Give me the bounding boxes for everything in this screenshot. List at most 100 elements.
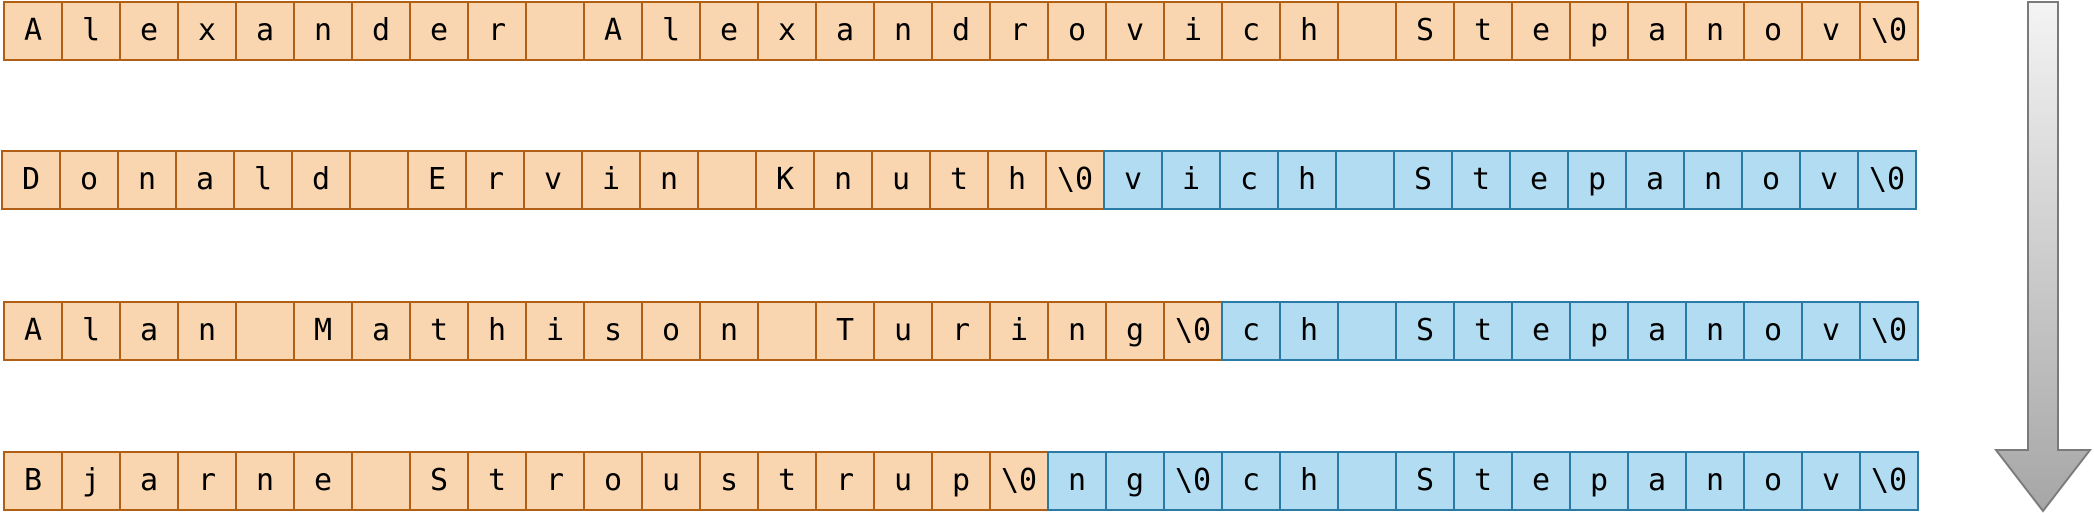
stale-char-cell: i: [1161, 150, 1221, 210]
char-cell: a: [1627, 1, 1687, 61]
char-cell: E: [407, 150, 467, 210]
char-cell: \0: [1045, 150, 1105, 210]
char-cell: h: [467, 301, 527, 361]
char-cell: A: [3, 1, 63, 61]
char-cell: [757, 301, 817, 361]
char-cell: p: [1569, 1, 1629, 61]
char-cell: [351, 451, 411, 511]
stale-char-cell: S: [1393, 150, 1453, 210]
char-cell: j: [61, 451, 121, 511]
char-cell: c: [1221, 1, 1281, 61]
stale-char-cell: p: [1567, 150, 1627, 210]
char-cell: o: [59, 150, 119, 210]
char-cell: r: [177, 451, 237, 511]
char-cell: a: [235, 1, 295, 61]
char-cell: a: [119, 451, 179, 511]
char-cell: a: [815, 1, 875, 61]
char-cell: s: [583, 301, 643, 361]
char-cell: e: [293, 451, 353, 511]
char-cell: A: [583, 1, 643, 61]
stale-char-cell: c: [1221, 451, 1281, 511]
char-cell: a: [175, 150, 235, 210]
char-cell: i: [581, 150, 641, 210]
char-cell: t: [929, 150, 989, 210]
stale-char-cell: g: [1105, 451, 1165, 511]
char-cell: r: [931, 301, 991, 361]
char-cell: n: [177, 301, 237, 361]
stale-char-cell: e: [1509, 150, 1569, 210]
char-cell: t: [1453, 1, 1513, 61]
char-cell: n: [873, 1, 933, 61]
char-cell: D: [1, 150, 61, 210]
char-cell: l: [61, 301, 121, 361]
char-cell: e: [119, 1, 179, 61]
stale-char-cell: \0: [1163, 451, 1223, 511]
char-cell: \0: [1163, 301, 1223, 361]
char-cell: n: [639, 150, 699, 210]
char-cell: T: [815, 301, 875, 361]
char-cell: t: [409, 301, 469, 361]
char-cell: o: [641, 301, 701, 361]
char-cell: x: [757, 1, 817, 61]
char-cell: r: [465, 150, 525, 210]
char-cell: e: [409, 1, 469, 61]
char-cell: M: [293, 301, 353, 361]
char-cell: n: [813, 150, 873, 210]
char-cell: i: [525, 301, 585, 361]
char-cell: u: [871, 150, 931, 210]
char-cell: [349, 150, 409, 210]
char-cell: t: [757, 451, 817, 511]
char-cell: s: [699, 451, 759, 511]
stale-char-cell: [1337, 301, 1397, 361]
stale-char-cell: a: [1627, 451, 1687, 511]
char-cell: r: [467, 1, 527, 61]
stale-char-cell: h: [1277, 150, 1337, 210]
char-cell: [525, 1, 585, 61]
char-cell: K: [755, 150, 815, 210]
down-arrow-icon: [1993, 1, 2093, 513]
char-cell: v: [1105, 1, 1165, 61]
char-cell: e: [1511, 1, 1571, 61]
stale-char-cell: v: [1801, 451, 1861, 511]
char-cell: [1337, 1, 1397, 61]
char-cell: t: [467, 451, 527, 511]
char-cell: h: [987, 150, 1047, 210]
stale-char-cell: a: [1625, 150, 1685, 210]
stale-char-cell: c: [1219, 150, 1279, 210]
stale-char-cell: n: [1047, 451, 1107, 511]
stale-char-cell: a: [1627, 301, 1687, 361]
char-cell: p: [931, 451, 991, 511]
char-cell: n: [699, 301, 759, 361]
char-cell: g: [1105, 301, 1165, 361]
stale-char-cell: \0: [1857, 150, 1917, 210]
char-cell: d: [351, 1, 411, 61]
stale-char-cell: t: [1453, 451, 1513, 511]
char-cell: i: [989, 301, 1049, 361]
char-cell: a: [351, 301, 411, 361]
stale-char-cell: t: [1451, 150, 1511, 210]
stale-char-cell: p: [1569, 301, 1629, 361]
stale-char-cell: n: [1685, 451, 1745, 511]
char-cell: r: [815, 451, 875, 511]
stale-char-cell: v: [1799, 150, 1859, 210]
char-cell: A: [3, 301, 63, 361]
char-cell: [697, 150, 757, 210]
char-cell: S: [1395, 1, 1455, 61]
stale-char-cell: n: [1685, 301, 1745, 361]
char-cell: h: [1279, 1, 1339, 61]
char-cell: r: [989, 1, 1049, 61]
char-cell: x: [177, 1, 237, 61]
stale-char-cell: o: [1743, 301, 1803, 361]
char-cell: n: [117, 150, 177, 210]
char-cell: v: [523, 150, 583, 210]
char-cell: n: [1047, 301, 1107, 361]
stale-char-cell: v: [1103, 150, 1163, 210]
stale-char-cell: \0: [1859, 301, 1919, 361]
stale-char-cell: e: [1511, 301, 1571, 361]
char-cell: o: [583, 451, 643, 511]
char-cell: v: [1801, 1, 1861, 61]
